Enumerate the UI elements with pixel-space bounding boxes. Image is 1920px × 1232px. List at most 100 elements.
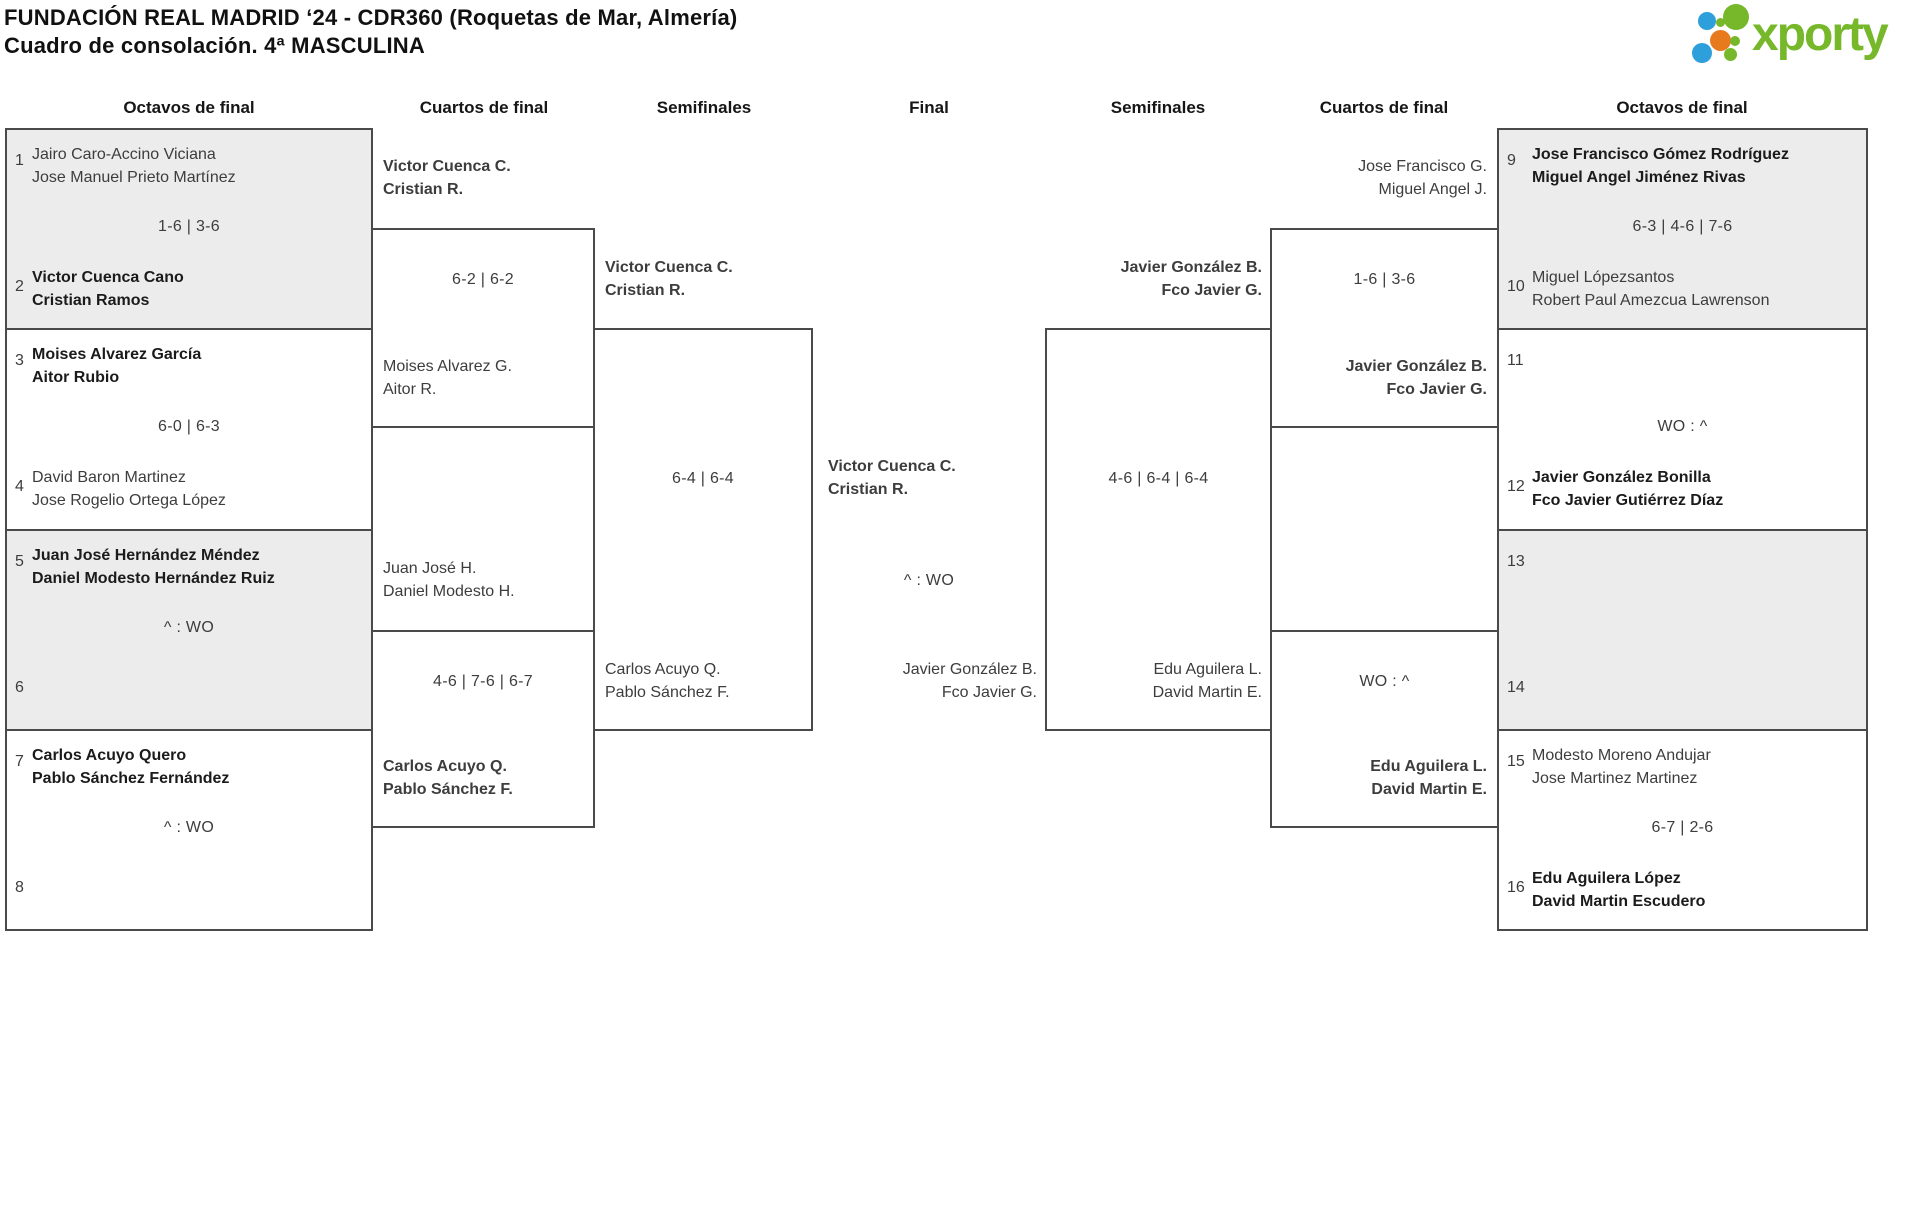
team-name-line: Miguel Angel Jiménez Rivas xyxy=(1532,169,1746,186)
match-octavos-6: 11 WO : ^ 12 Javier González Bonilla Fco… xyxy=(1499,328,1866,529)
box-cuartos-right-2 xyxy=(1270,630,1499,828)
seed-number: 4 xyxy=(15,478,24,496)
round-header-octavos-left: Octavos de final xyxy=(123,98,255,117)
team-name-line: Javier González B. xyxy=(1345,358,1487,375)
team-name-line: Moises Alvarez García xyxy=(32,346,202,364)
round-header-cuartos-left: Cuartos de final xyxy=(419,98,549,117)
match-score: 4-6 | 6-4 | 6-4 xyxy=(1108,470,1209,487)
team-name-line: Daniel Modesto H. xyxy=(383,583,515,600)
match-score: WO : ^ xyxy=(1657,418,1708,436)
team-name-line: Javier González B. xyxy=(1120,259,1262,276)
round-header-octavos-right: Octavos de final xyxy=(1616,98,1748,117)
pair-label-final-runnerup: Javier González B. Fco Javier G. xyxy=(787,658,1037,704)
team-name-line: Juan José H. xyxy=(383,560,477,577)
pair-label-cuartos: Edu Aguilera L. David Martin E. xyxy=(1237,755,1487,801)
team-pair: Victor Cuenca Cano Cristian Ramos xyxy=(32,266,184,312)
octavos-left-column: 1 Jairo Caro-Accino Viciana Jose Manuel … xyxy=(5,128,373,931)
match-score: 6-4 | 6-4 xyxy=(672,470,734,487)
logo-dot-blue xyxy=(1698,12,1716,30)
team-name-line: Pablo Sánchez F. xyxy=(383,781,513,798)
logo-dot-green xyxy=(1730,36,1740,46)
seed-number: 11 xyxy=(1507,352,1524,370)
team-name-line: Moises Alvarez G. xyxy=(383,358,512,375)
team-name-line: Carlos Acuyo Q. xyxy=(383,758,507,775)
team-name-line: Miguel Angel J. xyxy=(1378,181,1487,198)
seed-number: 1 xyxy=(15,152,24,169)
pair-label-final-winner: Victor Cuenca C. Cristian R. xyxy=(828,455,956,501)
seed-number: 9 xyxy=(1507,152,1516,169)
team-pair: Carlos Acuyo Quero Pablo Sánchez Fernánd… xyxy=(32,744,229,790)
match-octavos-2: 3 Moises Alvarez García Aitor Rubio 6-0 … xyxy=(7,328,371,529)
team-name-line: Juan José Hernández Méndez xyxy=(32,546,260,564)
match-octavos-5: 9 Jose Francisco Gómez Rodríguez Miguel … xyxy=(1499,130,1866,329)
match-score: 6-0 | 6-3 xyxy=(158,418,220,436)
round-header-final: Final xyxy=(909,98,949,117)
seed-number: 3 xyxy=(15,352,24,370)
team-name-line: Edu Aguilera López xyxy=(1532,869,1681,887)
logo-dot-blue xyxy=(1692,43,1712,63)
team-name-line: Edu Aguilera L. xyxy=(1153,661,1262,678)
team-name-line: Pablo Sánchez Fernández xyxy=(32,769,230,787)
team-pair: Jose Francisco Gómez Rodríguez Miguel An… xyxy=(1532,143,1789,189)
match-score: 1-6 | 3-6 xyxy=(1353,271,1416,288)
match-score: WO : ^ xyxy=(1359,673,1410,690)
team-name-line: Carlos Acuyo Quero xyxy=(32,746,187,764)
match-score: 6-7 | 2-6 xyxy=(1651,818,1714,836)
team-name-line: Jose Francisco Gómez Rodríguez xyxy=(1532,146,1789,163)
match-score: ^ : WO xyxy=(163,618,215,636)
pair-label-semifinal: Edu Aguilera L. David Martin E. xyxy=(1012,658,1262,704)
team-name-line: Victor Cuenca Cano xyxy=(32,269,184,286)
box-semifinal-left xyxy=(593,328,813,731)
box-semifinal-right xyxy=(1045,328,1272,731)
seed-number: 15 xyxy=(1507,752,1525,770)
logo-dot-green xyxy=(1723,4,1749,30)
match-octavos-7: 13 14 xyxy=(1499,528,1866,729)
seed-number: 13 xyxy=(1507,552,1525,570)
match-score: 6-3 | 4-6 | 7-6 xyxy=(1632,218,1733,235)
team-name-line: Fco Javier Gutiérrez Díaz xyxy=(1532,492,1724,510)
pair-label-cuartos: Juan José H. Daniel Modesto H. xyxy=(383,557,515,603)
page-title: FUNDACIÓN REAL MADRID ‘24 - CDR360 (Roqu… xyxy=(4,5,738,30)
team-name-line: Fco Javier G. xyxy=(941,684,1037,701)
team-name-line: Carlos Acuyo Q. xyxy=(605,661,721,678)
team-name-line: Aitor R. xyxy=(383,381,437,398)
match-octavos-1: 1 Jairo Caro-Accino Viciana Jose Manuel … xyxy=(7,130,371,329)
pair-label-cuartos: Javier González B. Fco Javier G. xyxy=(1237,355,1487,401)
team-name-line: Fco Javier G. xyxy=(1386,381,1488,398)
team-pair: Edu Aguilera López David Martin Escudero xyxy=(1532,867,1705,913)
pair-label-semifinal: Victor Cuenca C. Cristian R. xyxy=(605,256,733,302)
team-name-line: Victor Cuenca C. xyxy=(605,259,733,276)
team-pair: Jairo Caro-Accino Viciana Jose Manuel Pr… xyxy=(32,143,236,189)
logo-dot-orange xyxy=(1710,30,1731,51)
team-name-line: Cristian Ramos xyxy=(32,292,150,309)
logo-dot-green xyxy=(1724,48,1737,61)
seed-number: 10 xyxy=(1507,278,1525,295)
octavos-right-column: 9 Jose Francisco Gómez Rodríguez Miguel … xyxy=(1497,128,1868,931)
team-pair: Miguel Lópezsantos Robert Paul Amezcua L… xyxy=(1532,266,1769,312)
pair-label-cuartos: Carlos Acuyo Q. Pablo Sánchez F. xyxy=(383,755,513,801)
seed-number: 12 xyxy=(1507,478,1525,496)
team-name-line: Jairo Caro-Accino Viciana xyxy=(32,146,216,163)
team-name-line: Jose Francisco G. xyxy=(1358,158,1487,175)
seed-number: 5 xyxy=(15,552,24,570)
pair-label-semifinal: Carlos Acuyo Q. Pablo Sánchez F. xyxy=(605,658,730,704)
match-score: 1-6 | 3-6 xyxy=(158,218,220,235)
pair-label-semifinal: Javier González B. Fco Javier G. xyxy=(1012,256,1262,302)
team-name-line: David Martin E. xyxy=(1371,781,1487,798)
match-octavos-8: 15 Modesto Moreno Andujar Jose Martinez … xyxy=(1499,728,1866,929)
team-name-line: Aitor Rubio xyxy=(32,369,120,387)
seed-number: 16 xyxy=(1507,878,1525,896)
round-header-cuartos-right: Cuartos de final xyxy=(1319,98,1449,117)
round-header-semis-left: Semifinales xyxy=(656,98,752,117)
team-name-line: Edu Aguilera L. xyxy=(1370,758,1487,775)
team-name-line: Miguel Lópezsantos xyxy=(1532,269,1675,286)
team-name-line: Jose Manuel Prieto Martínez xyxy=(32,169,236,186)
logo-dot-green xyxy=(1716,18,1725,27)
final-score: ^ : WO xyxy=(903,572,955,589)
match-score: 6-2 | 6-2 xyxy=(452,271,514,288)
match-score: ^ : WO xyxy=(163,818,215,836)
seed-number: 14 xyxy=(1507,678,1525,696)
box-cuartos-right-1 xyxy=(1270,228,1499,428)
seed-number: 7 xyxy=(15,752,24,770)
